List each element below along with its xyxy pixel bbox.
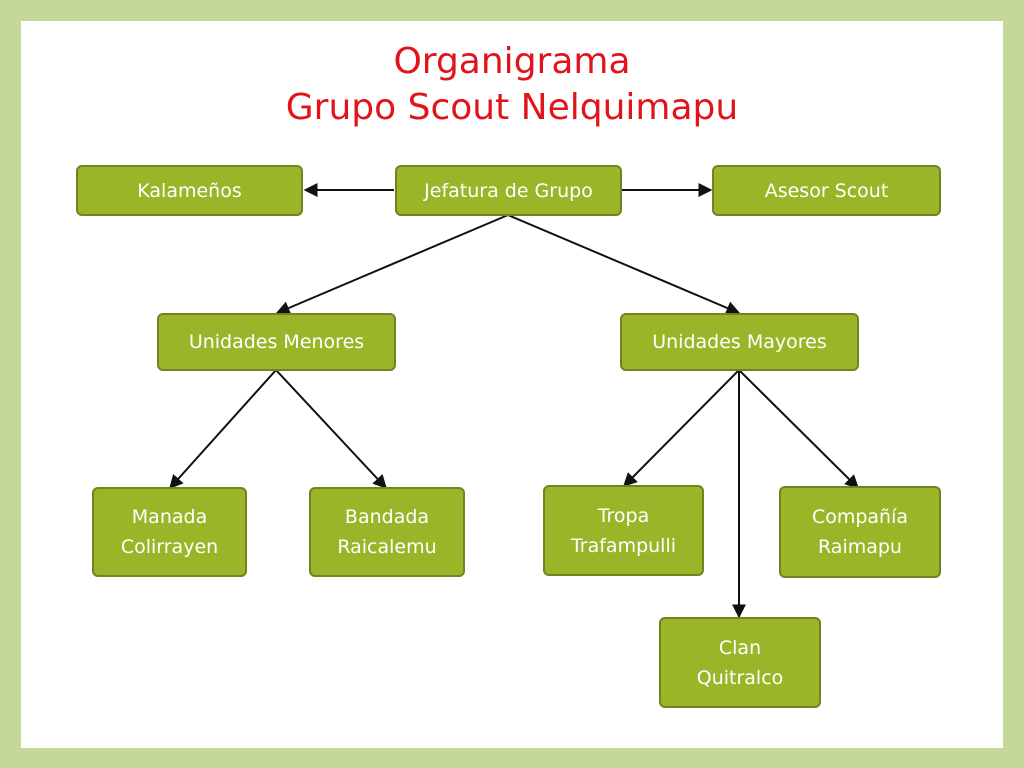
node-unidades-mayores: Unidades Mayores [620,313,859,371]
edge-mayores-tropa [623,369,740,487]
title-line-2: Grupo Scout Nelquimapu [285,87,739,128]
node-compania-line-2: Raimapu [818,536,902,558]
node-unidades-menores: Unidades Menores [157,313,396,371]
slide-canvas: Organigrama Grupo Scout Nelquimapu [21,21,1003,748]
node-bandada-line-2: Raicalemu [337,536,437,558]
node-manada-line-2: Colirrayen [120,536,219,558]
node-kalamenos: Kalameños [76,165,303,216]
node-asesor-label: Asesor Scout [764,179,889,202]
node-manada-line-1: Manada [131,506,208,528]
node-manada-colirrayen: Manada Colirrayen [92,487,247,577]
node-compania-raimapu: Compañía Raimapu [779,486,941,578]
node-tropa-trafampulli: Tropa Trafampulli [543,485,704,576]
node-tropa-line-1: Tropa [597,504,650,527]
node-clan-line-1: Clan [718,636,762,659]
page-title: Organigrama Grupo Scout Nelquimapu [21,39,1003,131]
node-jefatura-de-grupo: Jefatura de Grupo [395,165,622,216]
node-mayores-label: Unidades Mayores [652,331,827,353]
node-clan-line-2: Quitralco [696,666,784,689]
node-tropa-line-2: Trafampulli [570,534,677,557]
node-bandada-line-1: Bandada [344,506,430,528]
edge-jefatura-menores [275,214,509,315]
node-kalamenos-label: Kalameños [137,179,242,202]
node-asesor-scout: Asesor Scout [712,165,941,216]
edge-menores-bandada [275,369,387,490]
node-jefatura-label: Jefatura de Grupo [424,179,593,202]
edge-mayores-compania [738,369,859,489]
node-bandada-raicalemu: Bandada Raicalemu [309,487,465,577]
node-menores-label: Unidades Menores [188,331,365,353]
edge-menores-manada [169,369,277,490]
title-line-1: Organigrama [393,41,631,82]
node-compania-line-1: Compañía [811,506,909,528]
node-clan-quitralco: Clan Quitralco [659,617,821,708]
edge-jefatura-mayores [507,214,741,315]
